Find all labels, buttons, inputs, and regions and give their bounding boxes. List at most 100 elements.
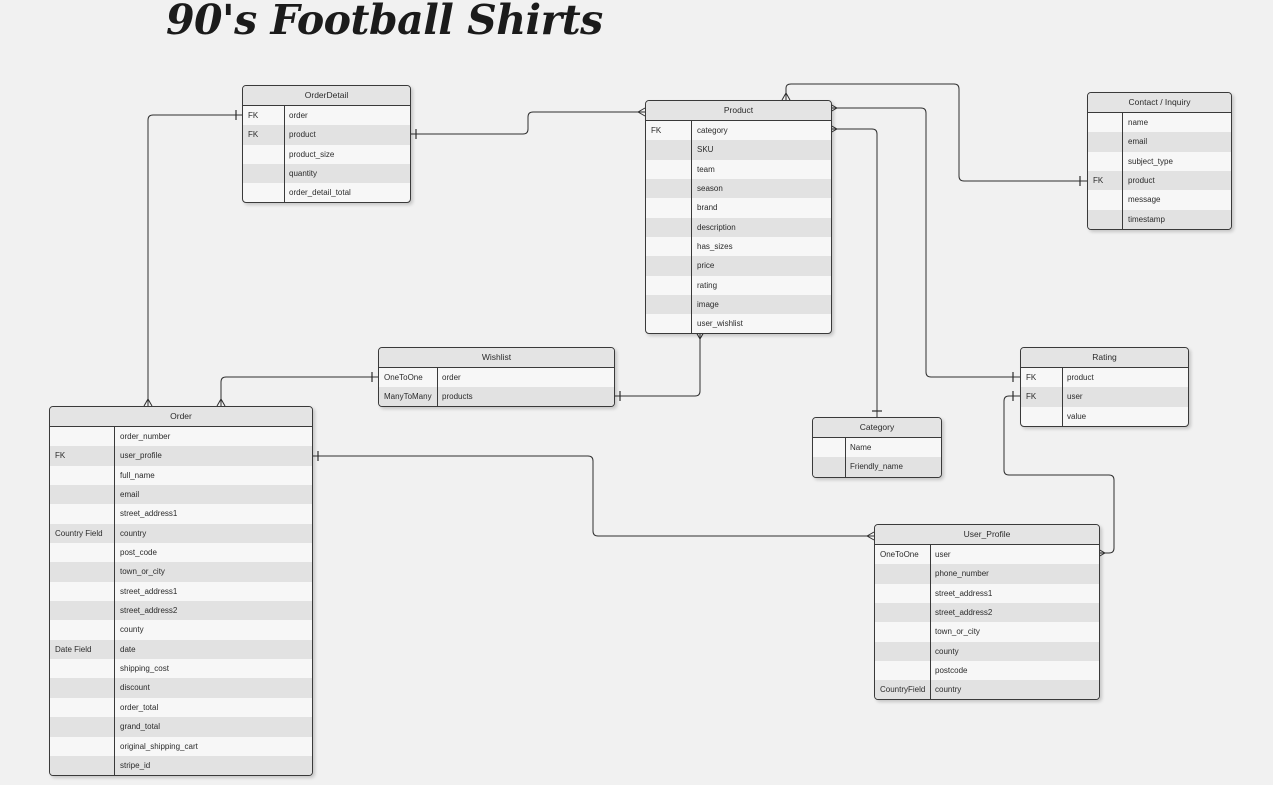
field-label: has_sizes [697,242,733,252]
field-label: product [1067,373,1094,382]
field-label: message [1128,195,1161,205]
field-label: user [1067,392,1083,402]
field-label: stripe_id [120,760,151,770]
table-row: order_number [50,427,312,446]
field-label: timestamp [1128,214,1165,224]
field-label: quantity [289,169,318,179]
table-row: subject_type [1088,152,1231,171]
table-row: message [1088,190,1231,209]
field-label: season [697,184,723,194]
table-row: order_total [50,698,312,717]
table-row: description [646,217,831,238]
field-label: county [935,646,959,656]
field-label: description [697,222,736,232]
field-label: full_name [120,470,155,480]
field-label: SKU [697,145,714,155]
table-row: team [646,160,831,179]
table-row: user_wishlist [646,314,831,333]
field-label: email [120,490,140,500]
table-row: stripe_id [50,755,312,775]
field-label: phone_number [935,569,989,579]
field-label: discount [120,683,150,693]
table-row: county [50,620,312,639]
table-row: SKU [646,140,831,160]
table-row: county [875,641,1099,662]
column-divider [1062,367,1063,426]
field-label: shipping_cost [120,664,169,674]
key-label: FK [248,111,259,120]
field-label: category [697,126,728,135]
field-label: street_address2 [935,608,993,618]
field-label: street_address1 [120,586,178,596]
table-row: street_address2 [50,601,312,621]
key-label: Country Field [55,528,103,538]
field-label: street_address1 [935,588,993,598]
table-row: street_address2 [875,603,1099,623]
field-label: order [289,111,308,120]
entity-header: OrderDetail [243,86,410,106]
column-divider [114,426,115,775]
entity-header: Wishlist [379,348,614,368]
field-label: name [1128,118,1149,127]
many-marker [143,398,153,407]
table-row: Name [813,438,941,457]
table-row: timestamp [1088,209,1231,229]
field-label: town_or_city [120,567,165,577]
table-row: street_address1 [50,582,312,601]
table-row: order_detail_total [243,183,410,202]
field-label: brand [697,203,718,213]
field-label: order_total [120,702,159,712]
relationship-line [1003,395,1115,554]
many-marker [781,92,791,101]
table-row: FK product [1021,368,1188,387]
table-row: rating [646,276,831,295]
table-row: discount [50,678,312,698]
key-label: FK [1093,176,1104,186]
relationship-line [220,376,378,406]
relationship-line [613,332,701,397]
entity-header: Category [813,418,941,438]
relationship-line [830,107,1020,378]
field-label: order_detail_total [289,188,351,198]
relationship-line [785,83,1087,182]
field-label: Friendly_name [850,462,903,472]
key-label: FK [1026,373,1037,382]
table-row: FK product [1088,171,1231,191]
column-divider [284,105,285,202]
table-row: price [646,256,831,276]
table-row: email [50,485,312,505]
field-label: user_wishlist [697,319,743,329]
key-label: ManyToMany [384,392,432,402]
field-label: post_code [120,548,157,558]
table-row: phone_number [875,564,1099,584]
table-row: street_address1 [875,584,1099,603]
relationship-line [409,111,645,135]
column-divider [845,437,846,477]
table-row: value [1021,407,1188,426]
key-label: FK [1026,392,1037,402]
table-row: email [1088,132,1231,152]
field-label: postcode [935,666,968,676]
table-row: post_code [50,543,312,562]
table-row: grand_total [50,717,312,737]
field-label: product [1128,176,1155,186]
field-label: product_size [289,149,335,159]
table-row: has_sizes [646,237,831,256]
entity-header: Order [50,407,312,427]
table-row: street_address1 [50,504,312,523]
